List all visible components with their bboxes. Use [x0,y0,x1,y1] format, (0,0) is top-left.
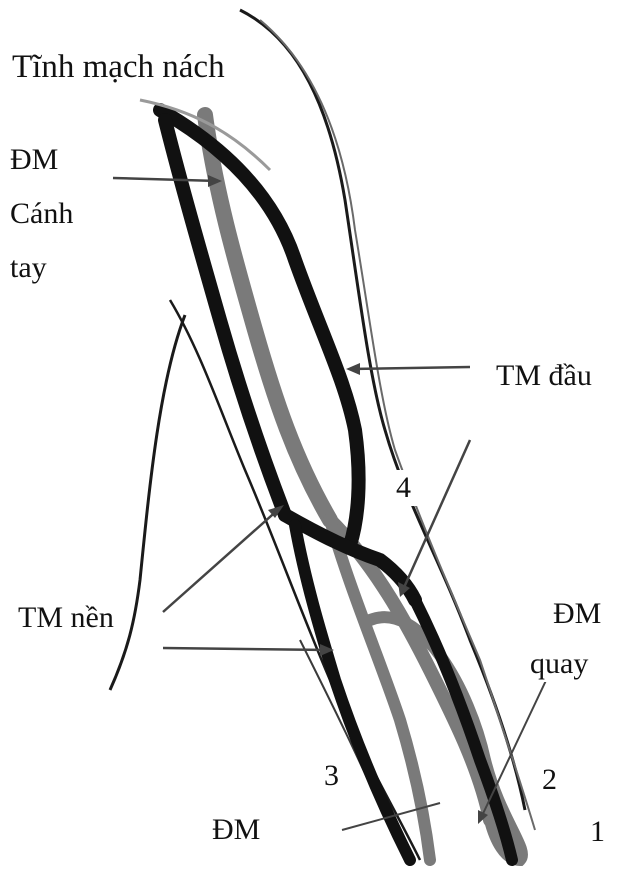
label-radial-artery-1: ĐM [553,596,601,632]
label-basilic-vein: TM nền [18,600,114,636]
label-artery-bottom: ĐM [212,812,260,848]
label-number-2: 2 [538,762,561,798]
pointer-brachial-artery [113,178,218,181]
label-number-4: 4 [382,470,425,506]
label-brachial-artery-1: ĐM [10,142,58,178]
label-brachial-artery-3: tay [10,250,47,286]
label-brachial-artery-2: Cánh [10,196,73,232]
arm-outline-armpit [110,315,185,690]
label-number-3: 3 [320,758,343,794]
pointer-basilic-vein-1 [163,508,280,612]
pointer-cephalic-vein-upper [350,367,470,369]
label-number-1: 1 [586,814,609,850]
pointer-cephalic-vein-upper-head [346,363,360,375]
label-axillary-vein: Tĩnh mạch nách [10,48,233,92]
pointer-cephalic-vein-lower [402,440,470,592]
label-radial-artery-2: quay [530,646,588,682]
label-cephalic-vein: TM đầu [496,358,592,394]
